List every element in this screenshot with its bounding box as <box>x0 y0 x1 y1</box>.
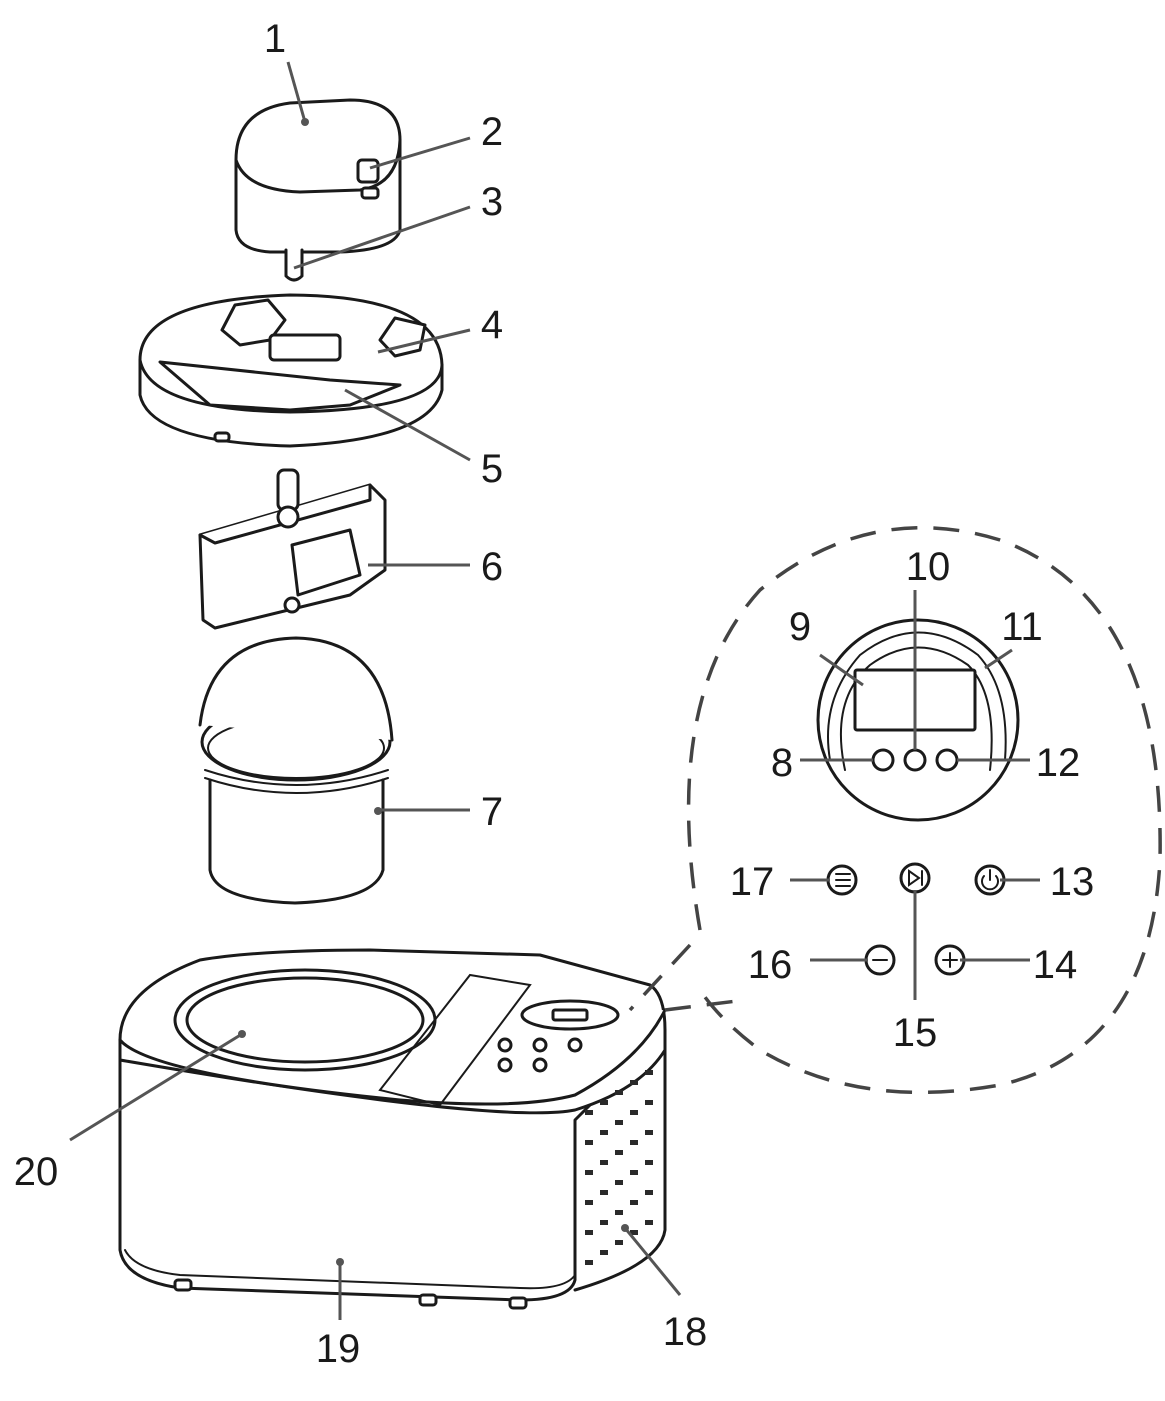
part-number-labels: 1 2 3 4 5 6 7 8 9 10 11 12 13 14 15 16 1… <box>14 17 1095 1371</box>
indicator-light-10 <box>903 748 927 772</box>
label-10: 10 <box>906 545 951 589</box>
vent-grille <box>585 1070 653 1265</box>
bowl <box>198 636 394 905</box>
label-11: 11 <box>1001 605 1043 649</box>
indicator-light-12 <box>935 748 959 772</box>
menu-icon <box>826 864 858 896</box>
label-6: 6 <box>481 545 503 589</box>
power-icon <box>974 864 1006 896</box>
label-4: 4 <box>481 303 503 347</box>
minus-icon <box>864 944 896 976</box>
paddle <box>198 468 387 630</box>
leader-lines <box>69 61 1040 1320</box>
label-14: 14 <box>1033 943 1078 987</box>
indicator-light-8 <box>871 748 895 772</box>
label-17: 17 <box>730 860 775 904</box>
label-16: 16 <box>748 943 793 987</box>
label-8: 8 <box>771 741 793 785</box>
label-2: 2 <box>481 110 503 154</box>
label-3: 3 <box>481 180 503 224</box>
control-panel-callout <box>628 525 1162 1095</box>
play-pause-icon <box>899 862 931 894</box>
lid <box>138 293 444 448</box>
motor-unit <box>234 98 402 282</box>
machine-base <box>118 948 667 1310</box>
label-18: 18 <box>663 1310 708 1354</box>
label-12: 12 <box>1036 741 1081 785</box>
label-15: 15 <box>893 1011 938 1055</box>
label-5: 5 <box>481 447 503 491</box>
label-7: 7 <box>481 790 503 834</box>
label-13: 13 <box>1050 860 1095 904</box>
label-1: 1 <box>264 17 286 61</box>
plus-icon <box>934 944 966 976</box>
label-19: 19 <box>316 1327 361 1371</box>
display-panel <box>816 618 1020 822</box>
label-9: 9 <box>789 605 811 649</box>
label-20: 20 <box>14 1150 59 1194</box>
